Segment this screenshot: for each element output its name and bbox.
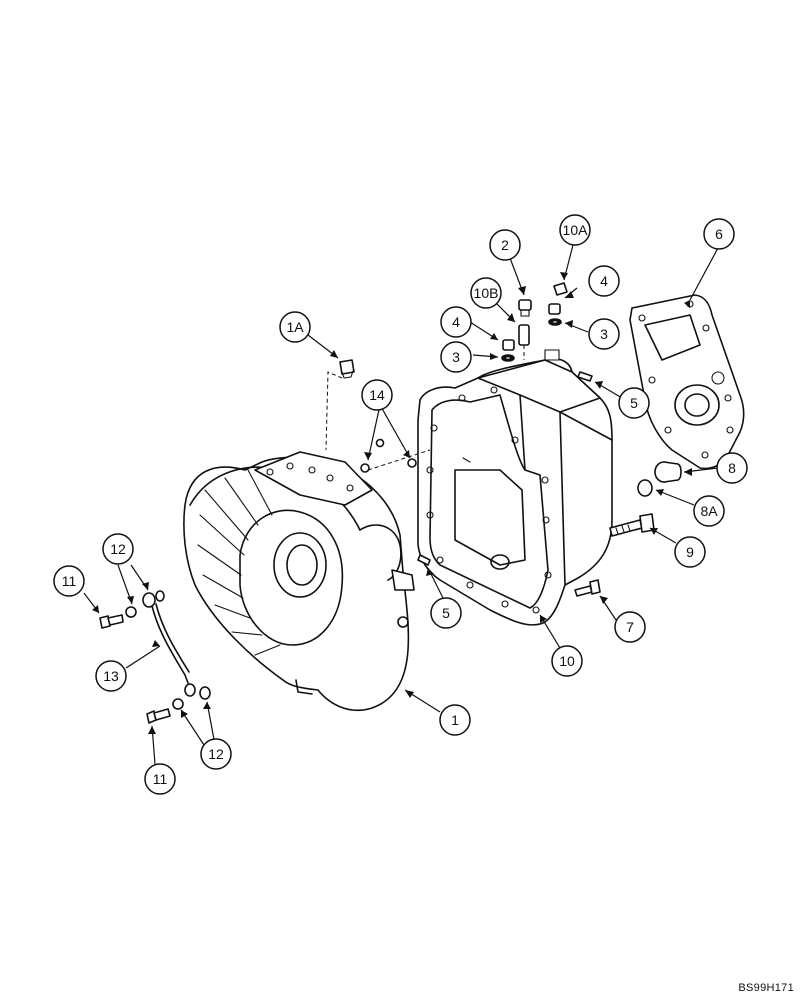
part-bell-housing [183, 451, 415, 712]
part-tube-10b [518, 324, 530, 360]
part-plug-1a [339, 359, 355, 379]
part-bolt-11-lower [146, 708, 171, 724]
part-bolt-7 [574, 579, 601, 597]
svg-text:14: 14 [369, 387, 385, 403]
part-o-ring-14c [407, 458, 417, 468]
svg-text:6: 6 [715, 226, 723, 242]
part-dowel-5a [417, 554, 431, 566]
part-bolt-11-upper [99, 614, 124, 629]
drawing-reference-code: BS99H171 [738, 982, 794, 994]
part-plug-8 [654, 461, 682, 483]
svg-text:4: 4 [600, 273, 608, 289]
svg-text:1: 1 [451, 712, 459, 728]
callout-7: 7 [614, 611, 646, 643]
svg-text:2: 2 [501, 237, 509, 253]
svg-text:13: 13 [103, 668, 119, 684]
leader-arrowheads [92, 272, 692, 734]
svg-text:4: 4 [452, 314, 460, 330]
callout-1: 1 [439, 704, 471, 736]
part-washer-12d [172, 698, 184, 710]
callout-10a: 10A [559, 214, 591, 246]
callout-4-right: 4 [588, 265, 620, 297]
part-washer-12b [142, 592, 156, 608]
callout-11-upper: 11 [53, 565, 85, 597]
callout-5-left: 5 [430, 597, 462, 629]
part-washer-12a [125, 606, 137, 618]
part-cover-plate [629, 294, 745, 470]
part-ground-strap-13 [151, 603, 190, 684]
svg-text:1A: 1A [286, 319, 304, 335]
assembly-path-14 [367, 449, 431, 471]
svg-text:10A: 10A [563, 222, 589, 238]
part-washer-12e [199, 686, 211, 700]
callout-1a: 1A [279, 311, 311, 343]
part-plug-10a [553, 282, 568, 296]
svg-text:11: 11 [153, 771, 168, 787]
assembly-path-1a [325, 371, 343, 451]
svg-text:5: 5 [630, 395, 638, 411]
svg-text:3: 3 [452, 349, 460, 365]
svg-text:9: 9 [686, 544, 694, 560]
svg-text:8A: 8A [700, 503, 718, 519]
svg-text:12: 12 [208, 746, 224, 762]
part-dowel-5b [577, 371, 593, 382]
callout-8: 8 [716, 452, 748, 484]
svg-text:12: 12 [110, 541, 126, 557]
part-plug-4-right [548, 303, 562, 326]
svg-text:5: 5 [442, 605, 450, 621]
callout-11-lower: 11 [144, 763, 176, 795]
callout-3-right: 3 [588, 318, 620, 350]
callout-12-lower: 12 [200, 738, 232, 770]
svg-text:3: 3 [600, 326, 608, 342]
callout-5-right: 5 [618, 387, 650, 419]
callout-14: 14 [361, 379, 393, 411]
part-bolt-9 [609, 513, 655, 537]
part-o-ring-14a [360, 463, 370, 473]
part-washer-12c [155, 590, 165, 602]
part-ring-8a [637, 479, 653, 497]
callout-12-upper: 12 [102, 533, 134, 565]
callout-9: 9 [674, 536, 706, 568]
part-strap-eye-lower [184, 683, 196, 697]
callout-8a: 8A [693, 495, 725, 527]
part-plug-2 [518, 299, 532, 317]
svg-text:7: 7 [626, 619, 634, 635]
callout-3-left: 3 [440, 341, 472, 373]
part-plug-4-left [501, 339, 515, 362]
callout-2: 2 [489, 229, 521, 261]
callout-10b: 10B [470, 277, 502, 309]
part-o-ring-14b [375, 438, 385, 448]
callout-13: 13 [95, 660, 127, 692]
svg-text:10B: 10B [474, 285, 499, 301]
callout-6: 6 [703, 218, 735, 250]
callout-4-left: 4 [440, 306, 472, 338]
svg-text:10: 10 [559, 653, 575, 669]
svg-text:8: 8 [728, 460, 736, 476]
svg-text:11: 11 [62, 573, 77, 589]
part-transmission-case [417, 349, 613, 626]
callout-10: 10 [551, 645, 583, 677]
leader-lines [83, 244, 719, 765]
